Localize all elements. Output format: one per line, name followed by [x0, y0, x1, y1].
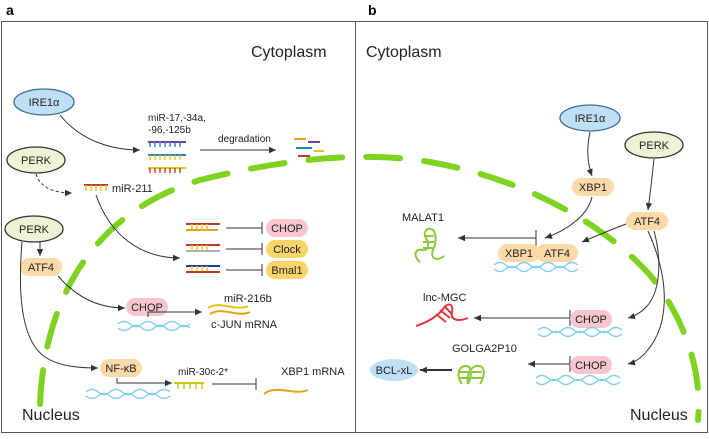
b-chop1-label: CHOP — [575, 314, 607, 326]
b-bclxl-label: BCL-xL — [376, 365, 413, 377]
a-arrow-ire1a-mirna — [59, 114, 141, 154]
a-clock-target-pill — [266, 240, 308, 258]
a-mirna-cluster-icon — [148, 141, 186, 173]
a-mir30c-label: miR-30c-2* — [178, 367, 228, 378]
b-arrow-xbp1-nucleus — [544, 196, 593, 239]
a-dna-nfkb-icon — [85, 388, 171, 400]
b-arrow-atf4-chop2 — [627, 230, 665, 366]
a-mirna-line2: -96,-125b — [148, 125, 191, 136]
a-chop-target-pill — [266, 219, 308, 237]
b-malat1-label: MALAT1 — [402, 212, 444, 224]
a-nfkb-pill — [100, 359, 142, 377]
b-chop2-pill — [570, 356, 612, 374]
a-ire1a-label: IRE1α — [29, 97, 60, 109]
a-target-chop-mrna-icon — [186, 223, 220, 231]
a-mir211-icon — [84, 184, 108, 191]
a-atf4-label: ATF4 — [28, 262, 54, 274]
b-perk-node — [624, 131, 684, 159]
a-perk-top-node — [6, 146, 66, 174]
b-atf4-label: ATF4 — [634, 216, 660, 228]
b-arrow-atf4-chop1 — [627, 230, 660, 320]
b-nucleus-label: Nucleus — [630, 407, 688, 424]
b-atf4-nuc-pill — [536, 244, 578, 262]
a-atf4-pill — [20, 258, 62, 276]
b-xbp1-label: XBP1 — [579, 182, 607, 194]
b-golga-label: GOLGA2P10 — [452, 343, 517, 355]
b-golga-lnc-icon — [457, 364, 485, 385]
a-mir30c-icon — [174, 382, 204, 389]
b-lnc-mgc-label: lnc-MGC — [423, 292, 466, 304]
a-clock-target-label: Clock — [273, 244, 301, 256]
b-chop1-pill — [570, 310, 612, 328]
b-lnc-mgc-icon — [415, 303, 469, 327]
b-cytoplasm-label: Cytoplasm — [366, 44, 442, 61]
a-mir211-label: miR-211 — [112, 183, 153, 195]
b-malat1-lnc-icon — [414, 227, 445, 263]
panel-b-letter: b — [368, 2, 377, 18]
a-xbp1-mrna-icon — [263, 388, 309, 395]
b-chop2-label: CHOP — [575, 360, 607, 372]
nuclear-membrane — [37, 153, 702, 423]
a-mir216b-icon — [207, 304, 251, 315]
a-degradation-label: degradation — [218, 134, 271, 145]
panel-a-letter: a — [6, 2, 14, 18]
a-perk-bottom-node — [4, 215, 64, 243]
b-dna-chop2-icon — [535, 374, 621, 386]
a-target-clock-mrna-icon — [186, 244, 220, 252]
b-ire1a-node — [559, 104, 621, 132]
a-degraded-fragments-icon — [294, 138, 324, 157]
a-bmal1-target-label: Bmal1 — [271, 265, 302, 277]
a-cjun-label: c-JUN mRNA — [211, 319, 278, 331]
a-inhibit-lines — [226, 222, 263, 276]
a-nucleus-label: Nucleus — [22, 407, 80, 424]
b-atf4-pill — [626, 212, 668, 230]
a-ire1a-node — [13, 88, 75, 116]
b-xbp1-pill — [572, 178, 614, 196]
a-arrow-perk-mir211 — [35, 173, 73, 197]
a-perk-top-label: PERK — [21, 155, 52, 167]
b-xbp1-nuc-label: XBP1 — [505, 248, 533, 260]
a-mirna-line1: miR-17,-34a, — [148, 113, 206, 124]
a-arrow-mir211-targets — [95, 194, 181, 262]
a-nfkb-label: NF-κB — [105, 363, 136, 375]
a-perk-bottom-label: PERK — [19, 224, 50, 236]
panel-b-frame — [355, 21, 708, 433]
b-ire1a-label: IRE1α — [575, 113, 606, 125]
b-dna-xbp1-atf4-icon — [493, 261, 579, 273]
a-mir216b-label: miR-216b — [224, 293, 272, 305]
b-arrow-atf4-nucleus — [581, 223, 627, 243]
a-chop-target-label: CHOP — [271, 223, 303, 235]
a-target-bmal1-mrna-icon — [186, 265, 220, 273]
a-bmal1-target-pill — [266, 261, 308, 279]
b-bclxl-node — [370, 359, 418, 381]
b-perk-label: PERK — [639, 140, 670, 152]
a-arrow-atf4-chop — [57, 275, 126, 312]
b-atf4-nuc-label: ATF4 — [544, 248, 570, 260]
a-chop-nuclear-label: CHOP — [131, 302, 163, 314]
b-arrow-perk-atf4 — [645, 158, 655, 211]
a-xbp1-mrna-label: XBP1 mRNA — [281, 366, 345, 378]
a-dna-chop-icon — [117, 320, 191, 332]
a-arrow-perk-nfkb — [19, 241, 99, 372]
a-cytoplasm-label: Cytoplasm — [251, 44, 327, 61]
a-arrow-chop-mir216b — [147, 308, 202, 317]
b-xbp1-nuc-pill — [498, 244, 540, 262]
a-arrow-nfkb-mir30c — [116, 378, 172, 387]
b-arrow-ire1a-xbp1 — [586, 131, 593, 177]
b-dna-chop1-icon — [537, 326, 623, 338]
